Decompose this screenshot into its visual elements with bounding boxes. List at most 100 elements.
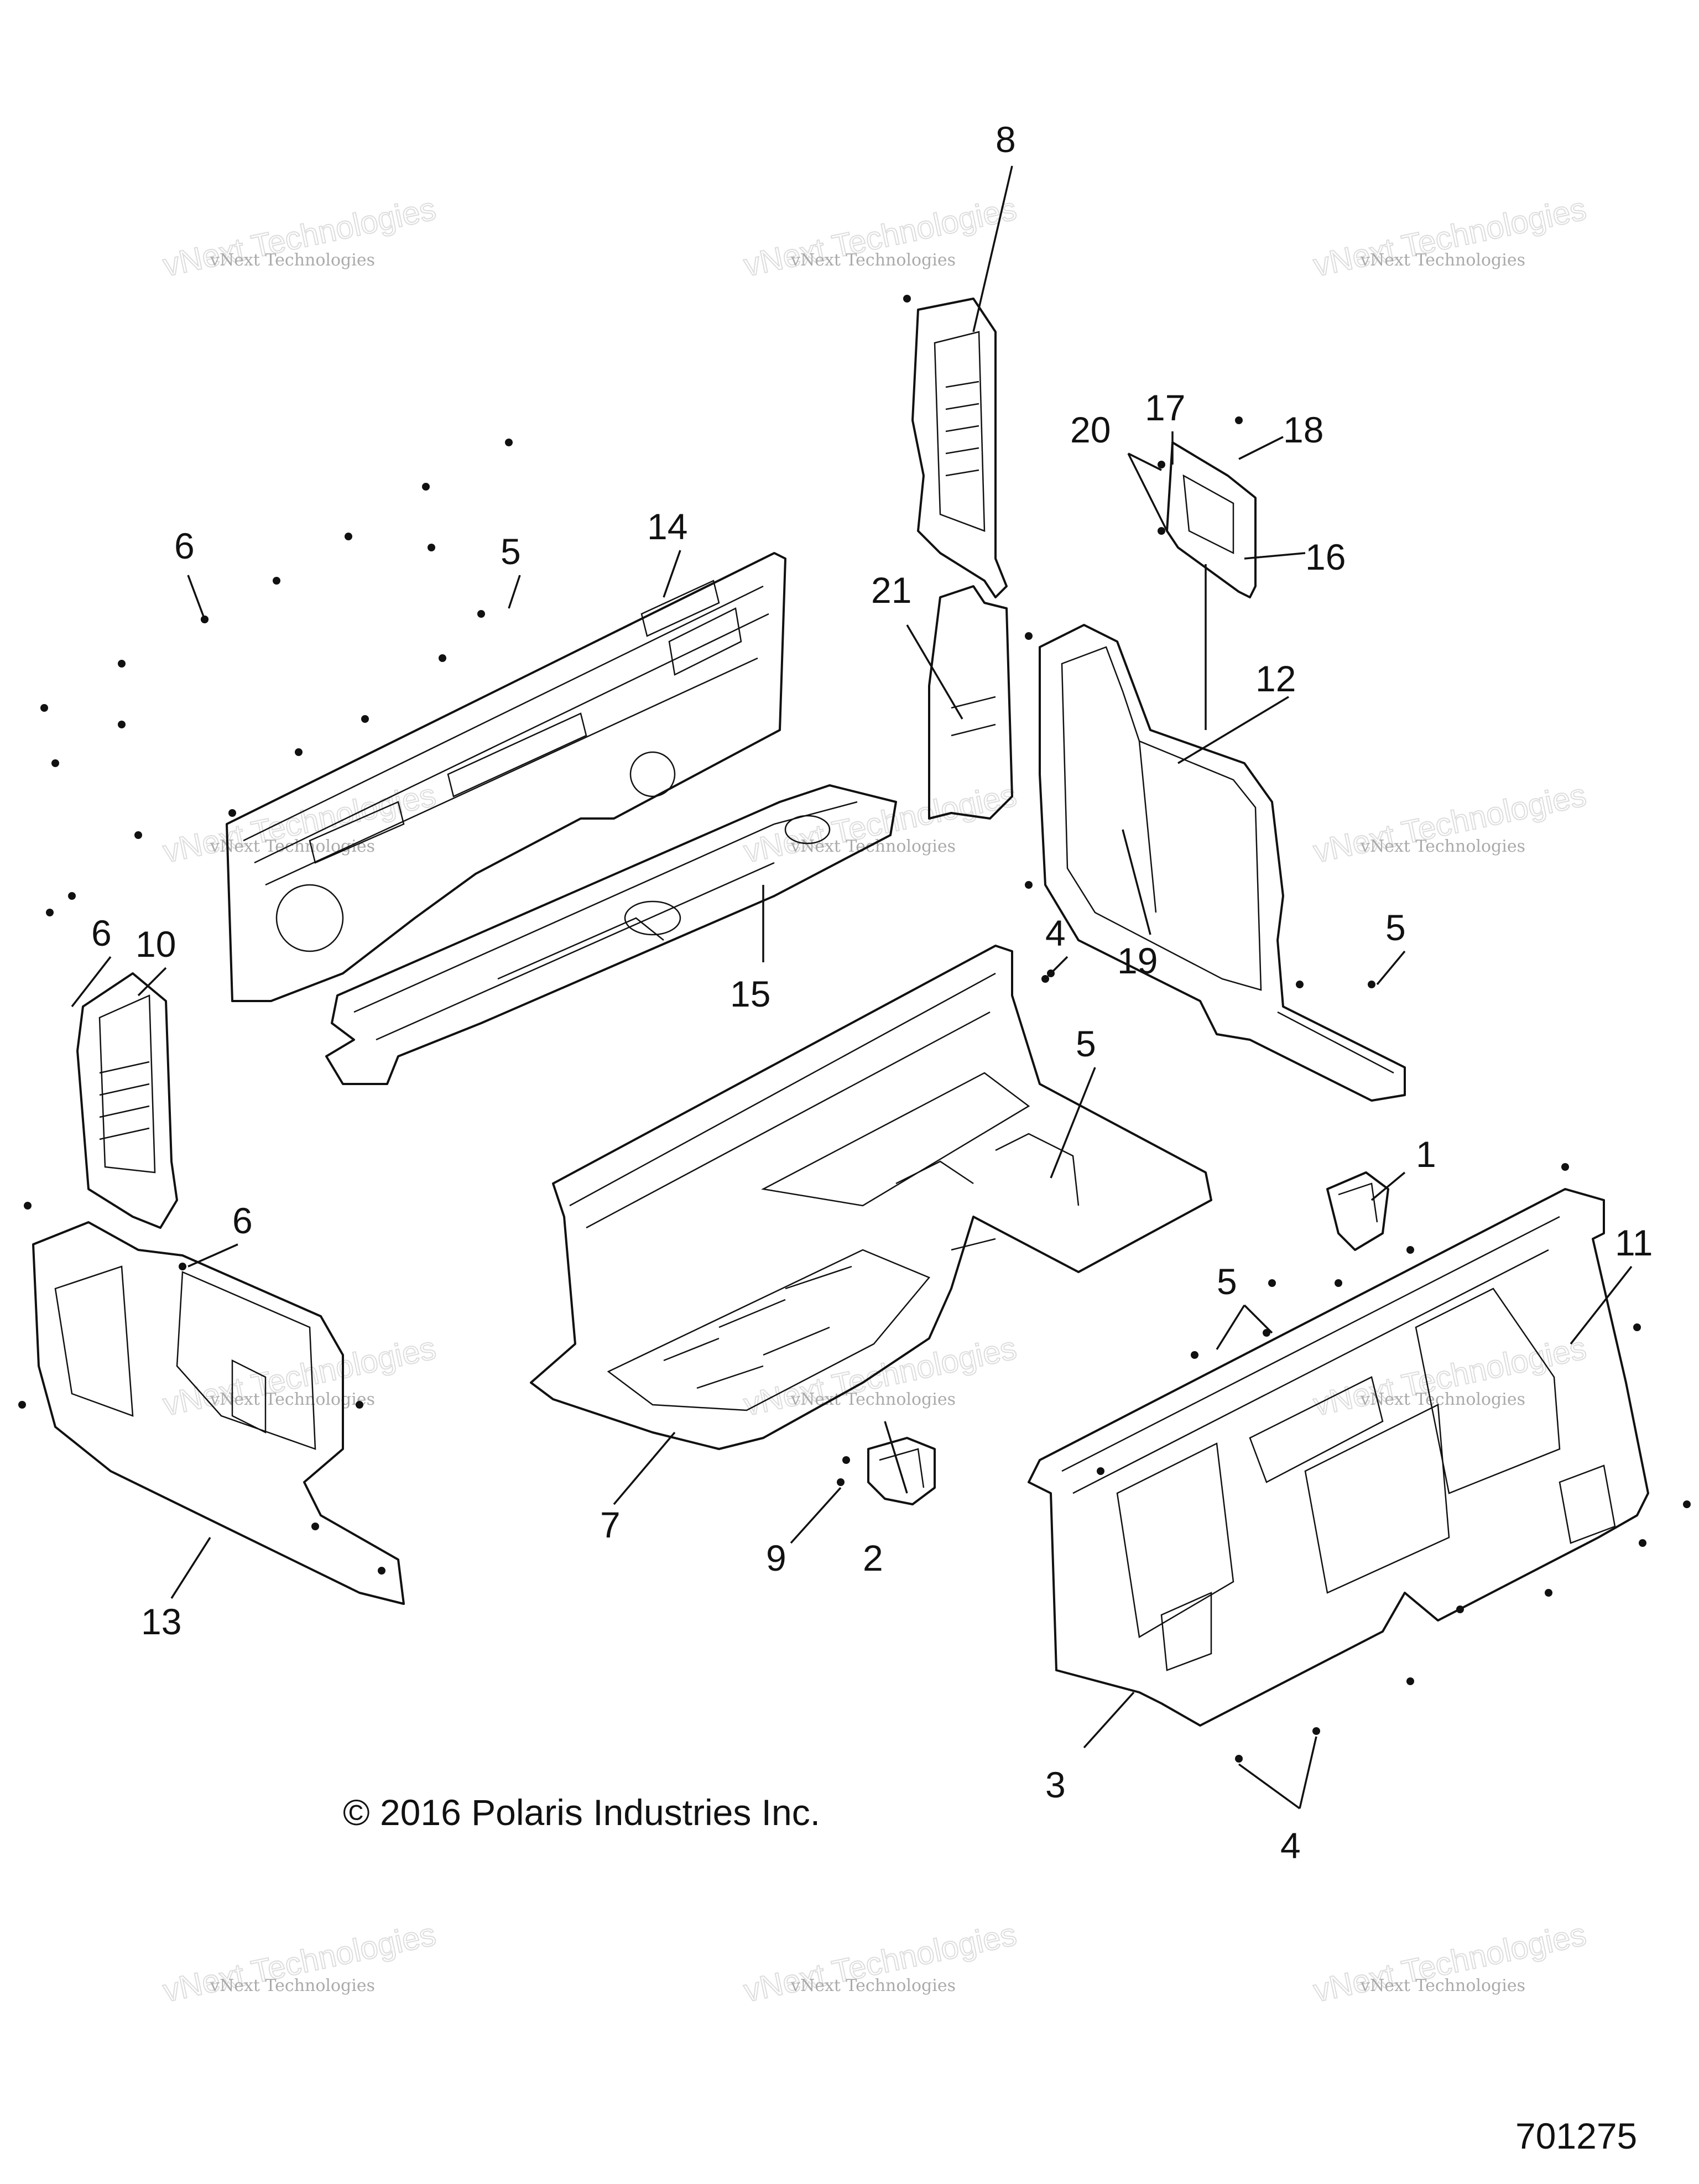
leader-1 xyxy=(1370,1171,1406,1201)
svg-text:vNext Technologies: vNext Technologies xyxy=(1360,837,1525,856)
callout-6-left: 6 xyxy=(91,913,112,953)
watermark: vNext Technologies vNext Technologies xyxy=(1310,1330,1589,1424)
fasteners xyxy=(18,295,1691,1763)
callout-19: 19 xyxy=(1117,940,1158,981)
leader-10 xyxy=(137,967,167,997)
callout-20: 20 xyxy=(1070,409,1111,450)
bolt xyxy=(1335,1279,1342,1287)
callout-5-rear: 5 xyxy=(1217,1261,1237,1302)
callout-3: 3 xyxy=(1045,1764,1066,1805)
part-21-insert xyxy=(928,585,1013,820)
bolt xyxy=(1545,1589,1552,1597)
callout-labels: 1 2 3 4 4 5 5 5 5 6 6 6 7 8 9 10 11 12 1… xyxy=(91,119,1653,1866)
callout-4-bottom: 4 xyxy=(1280,1825,1301,1866)
bolt xyxy=(1268,1279,1276,1287)
part-3-rear-panel xyxy=(1028,1188,1649,1727)
bolt xyxy=(1158,461,1165,468)
bolt xyxy=(1025,632,1033,640)
leader-5-rear-a xyxy=(1216,1305,1245,1350)
callout-9: 9 xyxy=(766,1537,786,1578)
leader-8 xyxy=(972,165,1013,332)
bolt xyxy=(1561,1163,1569,1171)
leader-4-bottom-b xyxy=(1299,1736,1317,1809)
svg-text:vNext Technologies: vNext Technologies xyxy=(210,251,375,270)
part-12-side-frame xyxy=(1039,624,1406,1102)
bolt xyxy=(118,660,126,668)
callout-21: 21 xyxy=(871,570,911,611)
watermark: vNext Technologies vNext Technologies xyxy=(1310,1916,1589,2010)
svg-text:vNext Technologies: vNext Technologies xyxy=(790,837,956,856)
leader-20-a xyxy=(1128,452,1162,471)
part-15-crossmember xyxy=(325,784,897,1085)
callout-14: 14 xyxy=(647,506,687,547)
bolt xyxy=(1158,527,1165,535)
callout-11: 11 xyxy=(1615,1222,1653,1263)
bolt xyxy=(1235,1755,1243,1763)
leader-5-right xyxy=(1376,950,1406,986)
bolt xyxy=(378,1567,385,1575)
bolt xyxy=(837,1478,845,1486)
watermark: vNext Technologies vNext Technologies xyxy=(159,190,439,284)
bolt xyxy=(311,1523,319,1530)
bolt xyxy=(1312,1727,1320,1735)
part-8-vent-panel xyxy=(911,298,1008,598)
svg-text:vNext Technologies: vNext Technologies xyxy=(210,1390,375,1409)
part-10-vent-panel xyxy=(76,972,178,1229)
copyright-notice: © 2016 Polaris Industries Inc. xyxy=(343,1792,820,1833)
svg-text:vNext Technologies: vNext Technologies xyxy=(1360,1390,1525,1409)
callout-12: 12 xyxy=(1255,658,1296,699)
bolt xyxy=(51,759,59,767)
svg-text:vNext Technologies: vNext Technologies xyxy=(790,251,956,270)
bolt xyxy=(1633,1323,1641,1331)
callout-17: 17 xyxy=(1145,387,1185,428)
callout-4-top: 4 xyxy=(1045,913,1066,953)
bolt xyxy=(842,1456,850,1464)
leader-3 xyxy=(1083,1691,1135,1749)
bolt xyxy=(1683,1500,1691,1508)
watermark: vNext Technologies vNext Technologies xyxy=(1310,190,1589,284)
part-2-bracket xyxy=(867,1437,936,1505)
leader-9 xyxy=(790,1487,842,1544)
bolt xyxy=(428,544,435,551)
leader-4-bottom-a xyxy=(1238,1763,1301,1810)
bolt xyxy=(1025,881,1033,889)
leader-5-upper xyxy=(508,575,521,609)
leader-16 xyxy=(1244,552,1306,560)
bolt xyxy=(1041,975,1049,983)
bolt xyxy=(118,721,126,728)
bolt xyxy=(422,483,430,491)
leader-18 xyxy=(1238,436,1284,460)
bolt xyxy=(46,909,54,916)
svg-text:vNext Technologies: vNext Technologies xyxy=(210,1976,375,1995)
callout-5-right: 5 xyxy=(1385,907,1406,948)
bolt xyxy=(477,610,485,618)
callout-8: 8 xyxy=(996,119,1016,160)
bolt xyxy=(1639,1539,1646,1547)
bolt xyxy=(68,892,76,900)
watermark: vNext Technologies vNext Technologies xyxy=(740,1916,1020,2010)
bolt xyxy=(295,748,303,756)
bolt xyxy=(1368,981,1375,988)
watermark: vNext Technologies vNext Technologies xyxy=(159,1916,439,2010)
callout-18: 18 xyxy=(1283,409,1323,450)
bolt xyxy=(273,577,280,585)
leader-19 xyxy=(1122,829,1151,935)
leader-7 xyxy=(613,1431,676,1505)
callout-6-lower: 6 xyxy=(232,1200,253,1241)
leader-14 xyxy=(663,550,681,598)
bolt xyxy=(505,439,513,446)
watermark-group: vNext Technologies vNext Technologies vN… xyxy=(159,190,1589,2010)
leader-5-mid xyxy=(1050,1067,1096,1179)
bolt xyxy=(18,1401,26,1409)
bolt xyxy=(345,533,352,540)
part-16-plate xyxy=(1166,441,1257,598)
leader-6-upper xyxy=(187,575,206,620)
leader-5-rear-b xyxy=(1243,1304,1273,1334)
bolt xyxy=(903,295,911,303)
callout-15: 15 xyxy=(730,973,770,1014)
callout-5-mid: 5 xyxy=(1076,1023,1096,1064)
bolt xyxy=(1263,1329,1270,1337)
watermark: vNext Technologies vNext Technologies xyxy=(159,1330,439,1424)
callout-10: 10 xyxy=(135,924,176,965)
